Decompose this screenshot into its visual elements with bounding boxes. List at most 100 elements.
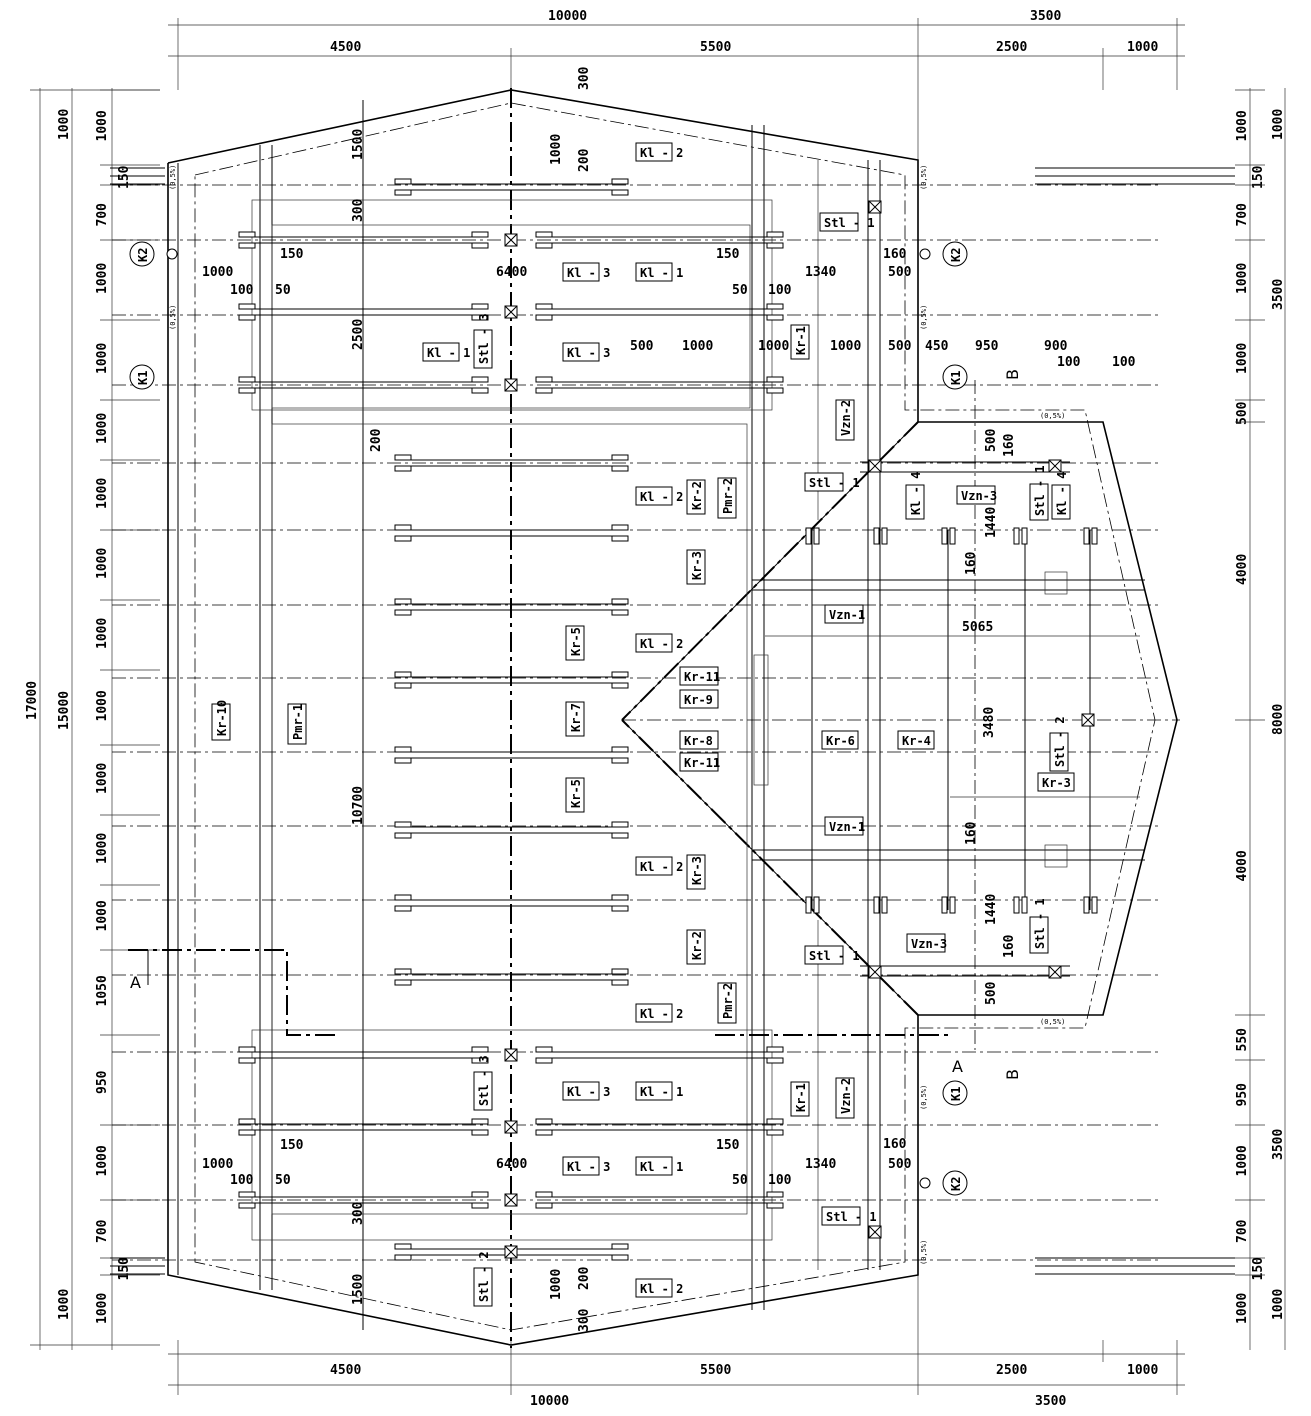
svg-text:160: 160 <box>883 247 907 262</box>
label-stl2-2: Stl - 2 <box>1049 716 1069 772</box>
inner-dimensions: 300 1500 1000 200 300 2500 200 10700 640… <box>202 66 1136 1332</box>
svg-text:1000: 1000 <box>549 1269 564 1300</box>
label-kr8: Kr-8 <box>679 730 719 750</box>
label-kl2-5: Kl - 2 <box>635 1003 683 1023</box>
svg-text:Kl - 1: Kl - 1 <box>427 346 470 360</box>
drain-k2-bottom-right: K2 <box>919 1170 968 1196</box>
label-kr9: Kr-9 <box>679 689 719 709</box>
dim-right-9: 950 <box>1235 1083 1250 1107</box>
label-vzn3-1: Vzn-3 <box>956 485 997 505</box>
svg-text:K1: K1 <box>949 371 963 385</box>
svg-text:K2: K2 <box>949 1177 963 1191</box>
label-vzn1-2: Vzn-1 <box>824 816 865 836</box>
label-boxes: Kl - 2 Kl - 3 Kl - 1 Kl - 1 Kl - 3 Kl - 2 Kl -… <box>211 142 1075 1307</box>
dim-right-outer-top: 1000 <box>1271 109 1286 140</box>
dim-left-15000: 15000 <box>57 691 72 730</box>
svg-text:6400: 6400 <box>496 265 527 280</box>
svg-text:Stl - 1: Stl - 1 <box>1033 898 1047 949</box>
dim-left-4: 1000 <box>95 343 110 374</box>
label-kr5-2: Kr-5 <box>565 777 585 813</box>
dim-bottom-right: 3500 <box>1035 1394 1066 1409</box>
dim-left-9: 1000 <box>95 690 110 721</box>
svg-text:Kr-2: Kr-2 <box>690 931 704 960</box>
svg-text:Stl - 1: Stl - 1 <box>824 216 875 230</box>
dim-right-12: 150 <box>1251 1257 1266 1281</box>
dim-left-5: 1000 <box>95 413 110 444</box>
svg-text:300: 300 <box>351 1201 366 1225</box>
dim-top-r2: 1000 <box>1127 40 1158 55</box>
label-kr3-2: Kr-3 <box>686 854 706 890</box>
dim-left-14: 950 <box>95 1070 110 1094</box>
label-kl1-2: Kl - 1 <box>422 342 470 362</box>
dim-bottom-left: 4500 <box>330 1363 361 1378</box>
dim-left-12: 1000 <box>95 900 110 931</box>
dim-left-outer-bottom: 1000 <box>57 1289 72 1320</box>
dim-bottom-r2: 1000 <box>1127 1363 1158 1378</box>
stl-markers <box>504 200 1095 1259</box>
dim-right-1: 150 <box>1251 165 1266 189</box>
drain-k1-right-bottom: K1 <box>942 1080 968 1106</box>
dim-bottom-total: 10000 <box>530 1394 569 1409</box>
svg-text:Kr-3: Kr-3 <box>1042 776 1071 790</box>
svg-text:500: 500 <box>984 981 999 1005</box>
dim-right-2: 700 <box>1235 203 1250 227</box>
svg-text:100: 100 <box>1057 355 1081 370</box>
svg-text:1000: 1000 <box>758 339 789 354</box>
label-kl2-6: Kl - 2 <box>635 1278 683 1298</box>
svg-text:Kl - 1: Kl - 1 <box>640 1085 683 1099</box>
dim-top-right: 3500 <box>1030 9 1061 24</box>
slope-left-top: (0,5%) <box>169 165 177 190</box>
label-kr2-1: Kr-2 <box>686 479 706 515</box>
label-pmr1: Pmr-1 <box>287 703 307 745</box>
label-kl3-4: Kl - 3 <box>562 1156 610 1176</box>
dim-left-17: 150 <box>117 1257 132 1281</box>
svg-text:Kl - 2: Kl - 2 <box>640 146 683 160</box>
dim-left-7: 1000 <box>95 548 110 579</box>
svg-text:1000: 1000 <box>549 134 564 165</box>
dim-right-3: 1000 <box>1235 263 1250 294</box>
svg-text:Kr-11: Kr-11 <box>684 756 720 770</box>
svg-text:Kr-4: Kr-4 <box>902 734 931 748</box>
dim-left-1: 150 <box>117 165 132 189</box>
svg-text:Kr-11: Kr-11 <box>684 670 720 684</box>
svg-text:Vzn-1: Vzn-1 <box>829 820 865 834</box>
svg-text:Stl - 3: Stl - 3 <box>477 1055 491 1106</box>
label-pmr2-2: Pmr-2 <box>717 982 737 1024</box>
svg-text:1000: 1000 <box>682 339 713 354</box>
svg-text:Stl - 1: Stl - 1 <box>809 949 860 963</box>
svg-text:100: 100 <box>768 283 792 298</box>
label-stl1-3: Stl - 1 <box>804 945 860 965</box>
svg-text:200: 200 <box>577 148 592 172</box>
dim-right-5: 500 <box>1235 401 1250 425</box>
svg-text:300: 300 <box>351 198 366 222</box>
dim-right-6: 4000 <box>1235 554 1250 585</box>
label-kr11-2: Kr-11 <box>679 752 720 772</box>
dim-right-8: 550 <box>1235 1028 1250 1052</box>
label-stl1-wing-1: Stl - 1 <box>1029 465 1049 521</box>
svg-text:100: 100 <box>230 283 254 298</box>
svg-text:2500: 2500 <box>351 319 366 350</box>
label-kr3-1: Kr-3 <box>686 549 706 585</box>
svg-text:5065: 5065 <box>962 620 993 635</box>
section-a-label-left: A <box>130 973 141 992</box>
svg-text:1500: 1500 <box>351 129 366 160</box>
label-stl1-1: Stl - 1 <box>819 212 875 232</box>
section-b-label-bottom: B <box>1003 1069 1022 1080</box>
label-stl3-2: Stl - 3 <box>473 1055 493 1111</box>
svg-text:500: 500 <box>888 1157 912 1172</box>
svg-text:160: 160 <box>964 551 979 575</box>
label-kl3-1: Kl - 3 <box>562 262 610 282</box>
svg-text:Kl - 2: Kl - 2 <box>640 490 683 504</box>
label-kl2-4: Kl - 2 <box>635 856 683 876</box>
svg-text:10700: 10700 <box>351 786 366 825</box>
svg-text:Vzn-2: Vzn-2 <box>839 1078 853 1114</box>
svg-text:Kr-10: Kr-10 <box>215 700 229 736</box>
svg-text:500: 500 <box>630 339 654 354</box>
drain-markers: K2 K1 K2 K1 K1 K2 <box>129 241 968 1196</box>
svg-text:Kl - 4: Kl - 4 <box>909 472 923 515</box>
svg-text:50: 50 <box>732 283 748 298</box>
dim-right-4: 1000 <box>1235 343 1250 374</box>
left-dimension-chain: 17000 15000 1000 1000 100015070010001000… <box>25 88 160 1350</box>
svg-text:Stl - 1: Stl - 1 <box>1033 465 1047 516</box>
label-kl1-4: Kl - 1 <box>635 1156 683 1176</box>
